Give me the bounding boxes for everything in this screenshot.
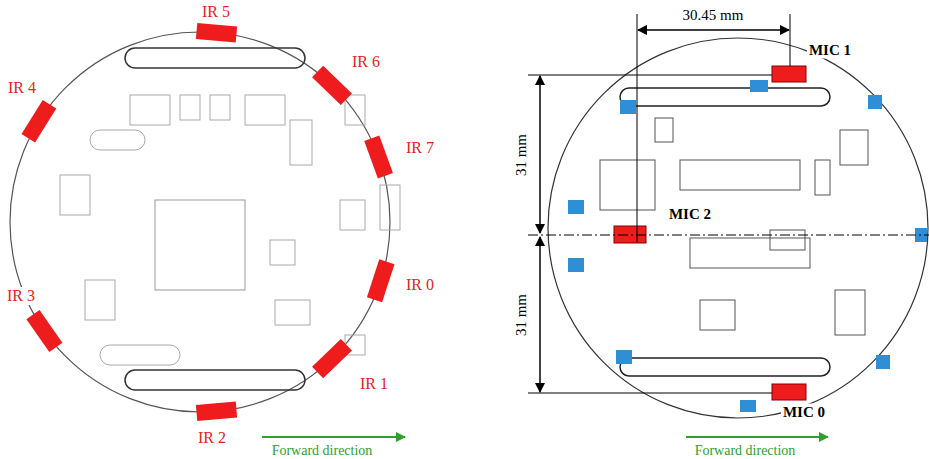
dimension-line xyxy=(638,29,789,31)
ir-label: IR 2 xyxy=(196,429,228,447)
board-outline xyxy=(548,38,928,418)
component xyxy=(815,160,830,195)
mic-label: MIC 1 xyxy=(807,42,853,59)
center-line xyxy=(528,235,929,236)
blue-component xyxy=(568,258,584,272)
component xyxy=(835,290,865,335)
connector xyxy=(380,185,400,230)
direction-arrow xyxy=(262,436,405,438)
ir-label: IR 1 xyxy=(358,375,390,393)
component xyxy=(60,175,90,215)
microphone xyxy=(772,66,806,82)
slot xyxy=(620,358,830,376)
component xyxy=(270,240,295,265)
dimensions xyxy=(528,14,929,393)
blue-component xyxy=(568,200,584,214)
blue-component xyxy=(750,80,768,92)
direction-label: Forward direction xyxy=(270,443,375,459)
component xyxy=(840,130,868,165)
component xyxy=(210,95,230,120)
component xyxy=(85,280,115,320)
extension-line xyxy=(528,75,772,76)
component xyxy=(770,230,805,250)
board-outline xyxy=(10,32,390,412)
slot xyxy=(125,48,305,68)
microphones xyxy=(614,66,806,400)
extension-line xyxy=(528,393,772,394)
right-board xyxy=(548,38,928,418)
extension-line xyxy=(637,14,638,242)
component xyxy=(275,300,310,325)
dimension-line xyxy=(539,76,541,233)
blue-component xyxy=(616,350,632,364)
ir-label: IR 6 xyxy=(350,53,382,71)
component xyxy=(655,118,673,142)
chip xyxy=(155,200,245,290)
ir-label: IR 0 xyxy=(404,276,436,294)
ir-label: IR 4 xyxy=(6,79,38,97)
ir-sensor xyxy=(196,23,237,42)
component xyxy=(130,95,170,125)
ir-sensor xyxy=(312,339,352,378)
display-chip xyxy=(680,160,800,190)
dimension-label: 30.45 mm xyxy=(681,7,746,24)
dimension-label: 31 mm xyxy=(513,292,530,338)
component xyxy=(340,200,365,230)
microphone xyxy=(772,384,806,400)
component xyxy=(290,120,312,165)
blue-component xyxy=(876,355,890,369)
slot xyxy=(125,370,305,390)
chip xyxy=(600,160,655,210)
slot xyxy=(620,88,830,106)
direction-label: Forward direction xyxy=(693,443,798,459)
ir-sensor xyxy=(22,100,57,142)
blue-component xyxy=(740,400,756,412)
ir-sensor xyxy=(312,66,352,105)
ir-sensor xyxy=(367,259,395,302)
component xyxy=(345,95,365,125)
dimension-label: 31 mm xyxy=(513,132,530,178)
ir-label: IR 5 xyxy=(200,3,232,21)
component xyxy=(700,300,735,330)
direction-arrow xyxy=(686,436,828,438)
ir-sensor xyxy=(364,135,393,178)
extension-line xyxy=(790,14,791,66)
component xyxy=(180,95,200,120)
dimension-line xyxy=(539,237,541,392)
ir-label: IR 7 xyxy=(404,139,436,157)
ir-label: IR 3 xyxy=(5,287,37,305)
mic-label: MIC 2 xyxy=(667,206,713,223)
left-board xyxy=(10,32,400,412)
blue-component xyxy=(620,100,636,114)
crystal xyxy=(90,130,145,150)
crystal xyxy=(100,345,180,365)
ir-sensor xyxy=(26,310,62,352)
ir-sensors xyxy=(22,23,395,421)
ir-sensor xyxy=(196,402,237,421)
mic-label: MIC 0 xyxy=(781,404,827,421)
blue-component xyxy=(868,95,882,109)
component xyxy=(245,95,285,125)
display-chip xyxy=(690,238,810,268)
